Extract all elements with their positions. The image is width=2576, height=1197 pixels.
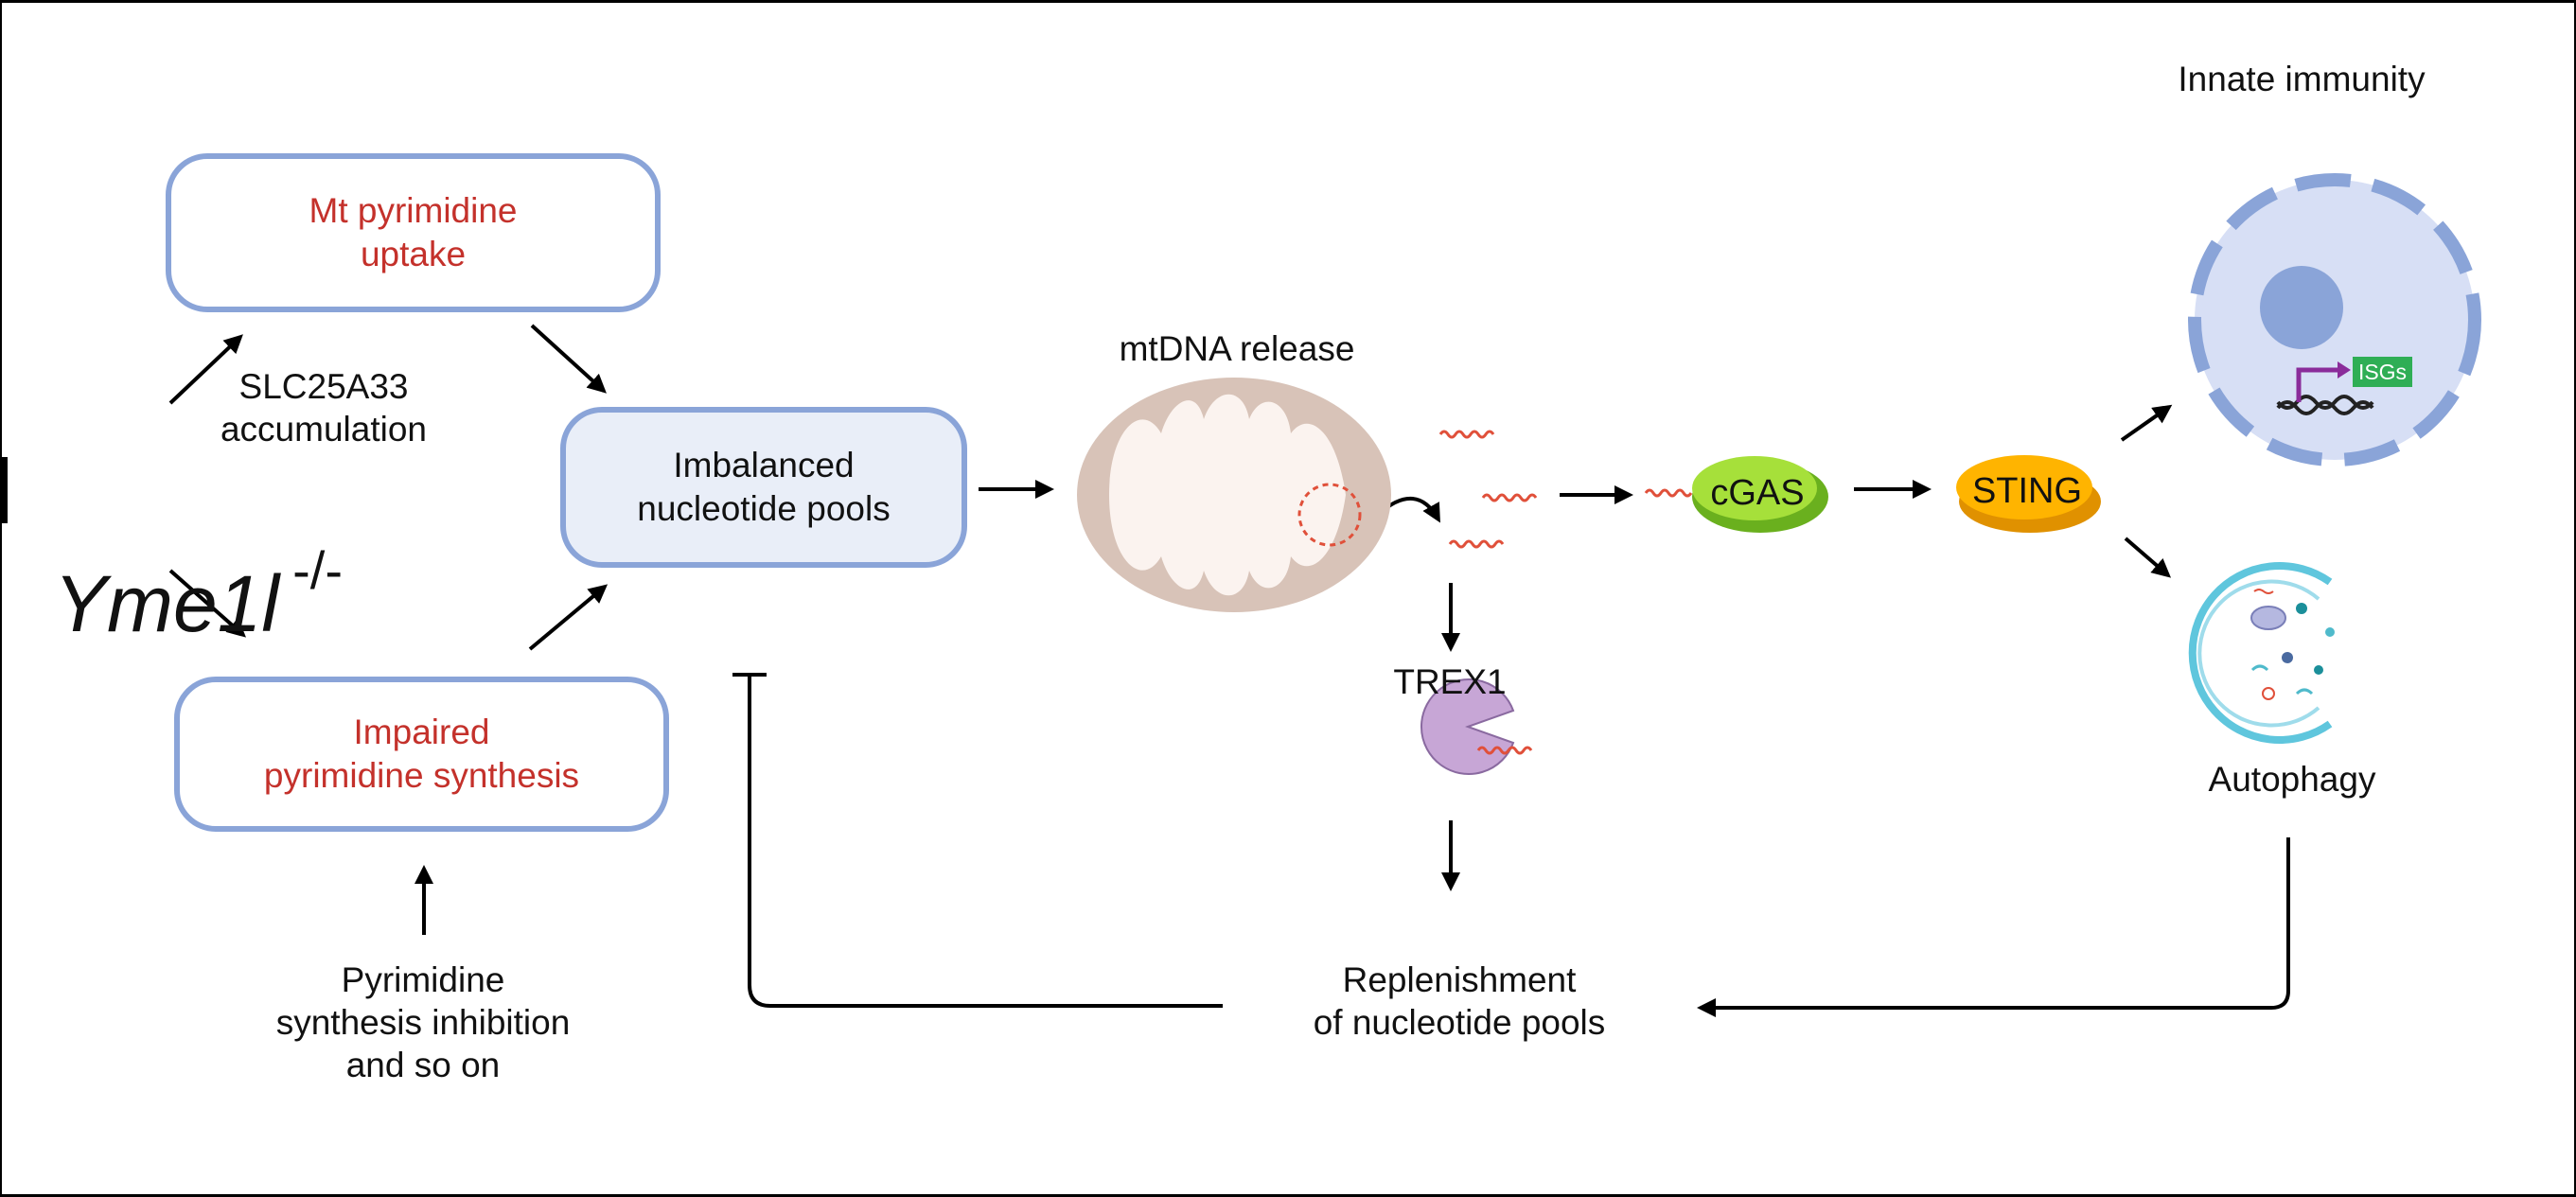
cgas-icon: [1692, 456, 1828, 533]
autophagy-label: Autophagy: [2208, 760, 2376, 799]
mitochondrion-icon: [1077, 378, 1391, 612]
autophagy-icon: [2188, 562, 2335, 744]
mtdna-fragments: [1438, 430, 1693, 549]
arrow-autophagy-to-replenish: [1697, 837, 2290, 1017]
diagram-canvas: Mt pyrimidine uptake Impaired pyrimidine…: [2, 3, 2574, 1194]
diagram-title: Innate immunity: [2178, 60, 2426, 98]
trex1-label: TREX1: [1393, 662, 1507, 701]
imbalanced-nucleotide-pools-box: Imbalanced nucleotide pools: [560, 407, 967, 568]
genotype-superscript: -/-: [292, 540, 343, 600]
slc25a33-label: SLC25A33 accumulation: [220, 367, 427, 449]
cgas-label: cGAS: [1710, 473, 1805, 513]
diagram-graphics: [168, 173, 2481, 1017]
arrow-yme1l-to-impaired: [168, 569, 246, 638]
edge-mark: [2, 457, 8, 523]
arrow-sting-to-immunity: [2120, 404, 2173, 442]
dna-fragment-icon: [1481, 493, 1538, 502]
dna-fragment-icon: [1438, 430, 1495, 439]
mtdna-release-label: mtDNA release: [1119, 329, 1355, 368]
dna-fragment-icon: [1644, 488, 1693, 498]
genotype-label: Yme1l-/-: [54, 465, 395, 643]
sting-label: STING: [1971, 471, 2083, 511]
inhibition-line: [748, 675, 1223, 1008]
arrow-impaired-to-pools: [528, 584, 609, 651]
arrow-yme1l-to-slc: [168, 334, 243, 405]
impaired-pyrimidine-synthesis-box: Impaired pyrimidine synthesis: [174, 677, 669, 832]
isgs-label: ISGs: [2357, 360, 2408, 384]
trex1-icon: [1420, 678, 1533, 775]
replenishment-label: Replenishment of nucleotide pools: [1313, 960, 1606, 1043]
arrow-uptake-to-pools: [530, 324, 607, 394]
arrows: [168, 324, 2290, 1017]
mt-pyrimidine-uptake-box: Mt pyrimidine uptake: [166, 153, 661, 312]
dna-fragment-icon: [1448, 539, 1505, 549]
genotype-name: Yme1l: [54, 558, 280, 648]
inhibition-label: Pyrimidine synthesis inhibition and so o…: [275, 960, 571, 1085]
arrow-sting-to-autophagy: [2124, 537, 2172, 578]
immune-cell-icon: [2188, 173, 2481, 466]
sting-icon: [1956, 455, 2101, 533]
